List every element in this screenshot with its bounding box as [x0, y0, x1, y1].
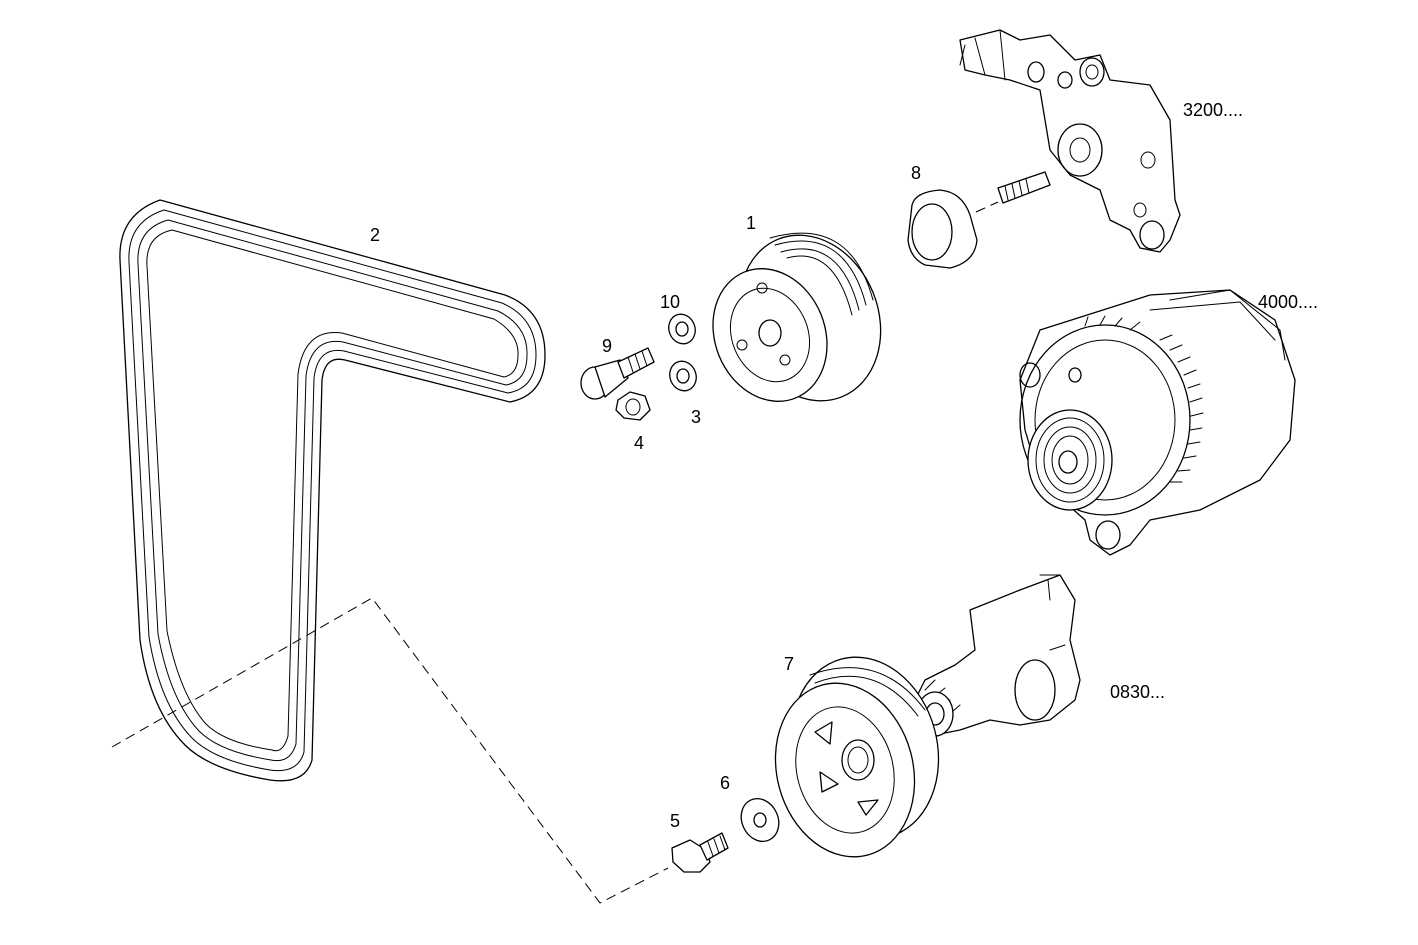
- label-ref-crankshaft: 0830...: [1110, 682, 1166, 702]
- label-part-9: 9: [602, 336, 613, 356]
- crankshaft-end: [914, 574, 1081, 737]
- cap-screw: [580, 347, 655, 400]
- idler-pulley: [712, 232, 882, 402]
- label-part-1: 1: [746, 213, 757, 233]
- label-ref-alternator: 4000....: [1258, 292, 1319, 312]
- crankshaft-pulley: [774, 656, 940, 858]
- pulley-bolt: [671, 832, 729, 873]
- water-pump: [959, 29, 1181, 253]
- washer-small-3: [669, 360, 697, 392]
- label-part-2: 2: [370, 225, 381, 245]
- label-part-4: 4: [634, 433, 645, 453]
- label-part-3: 3: [691, 407, 702, 427]
- poly-v-belt: [119, 199, 546, 782]
- hex-nut: [615, 391, 651, 421]
- label-part-8: 8: [911, 163, 922, 183]
- label-part-7: 7: [784, 654, 795, 674]
- label-part-5: 5: [670, 811, 681, 831]
- washer-large: [740, 798, 780, 842]
- label-part-6: 6: [720, 773, 731, 793]
- washer-small-10: [668, 313, 696, 345]
- assembly-dashed-lines: [111, 597, 669, 904]
- label-part-10: 10: [660, 292, 681, 312]
- pulley-cap: [907, 189, 999, 269]
- alternator: [1019, 289, 1296, 556]
- label-ref-water-pump: 3200....: [1183, 100, 1244, 120]
